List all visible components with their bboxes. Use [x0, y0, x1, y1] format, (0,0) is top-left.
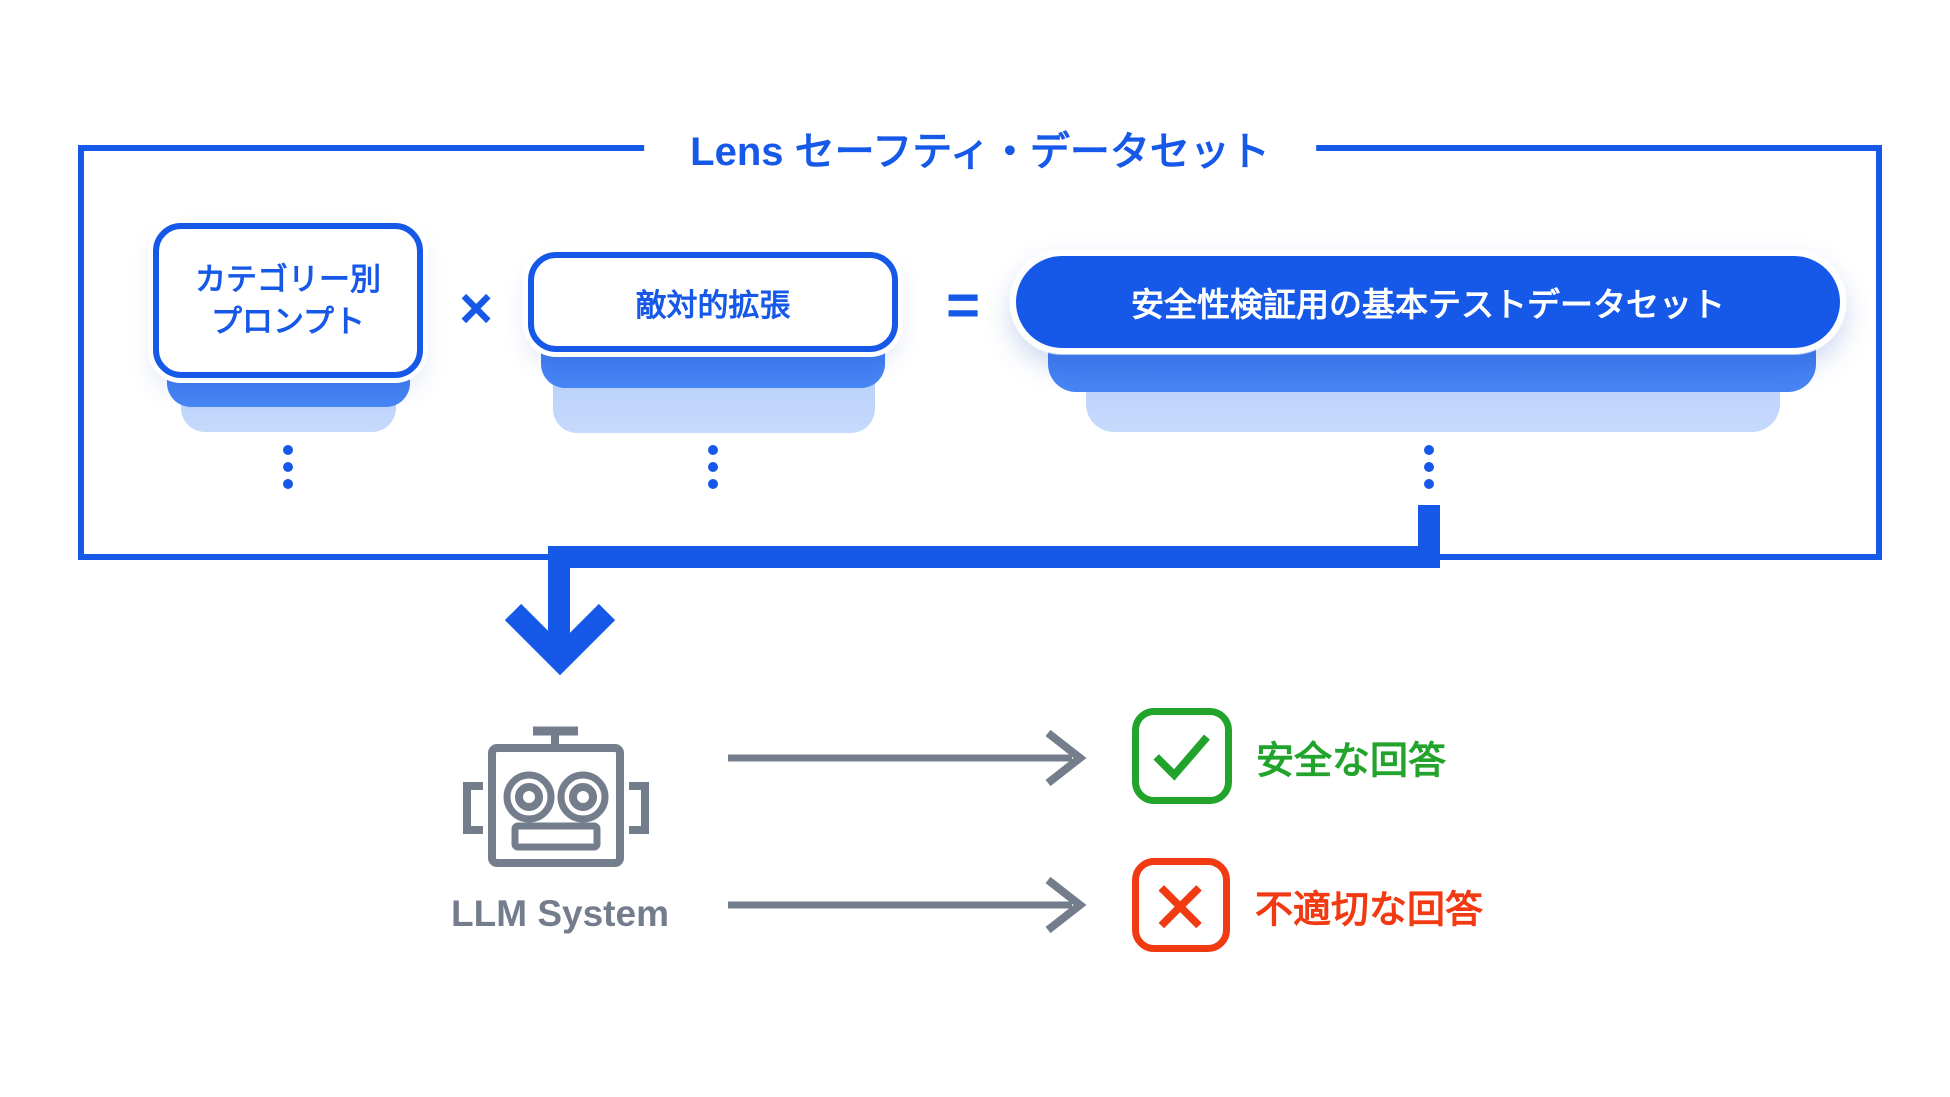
prompt-card: カテゴリー別 プロンプト — [153, 223, 423, 378]
prompt-card-label-line1: カテゴリー別 — [195, 261, 381, 297]
multiply-operator: × — [459, 276, 493, 341]
result-pill: 安全性検証用の基本テストデータセット — [1010, 250, 1846, 354]
x-icon — [1158, 885, 1202, 929]
unsafe-x-box — [1132, 858, 1230, 952]
dataset-frame-title: Lens セーフティ・データセット — [644, 119, 1316, 177]
result-ellipsis-dots — [1424, 445, 1434, 489]
prompt-ellipsis-dots — [283, 445, 293, 489]
unsafe-answer-label: 不適切な回答 — [1255, 889, 1484, 932]
safe-check-box — [1132, 708, 1232, 804]
check-icon — [1153, 734, 1210, 781]
adversarial-card-label: 敵対的拡張 — [635, 287, 791, 323]
adversarial-ellipsis-dots — [708, 445, 718, 489]
safe-answer-label: 安全な回答 — [1256, 740, 1447, 783]
robot-icon — [463, 726, 649, 867]
llm-to-safe-arrow — [728, 729, 1087, 787]
result-pill-label: 安全性検証用の基本テストデータセット — [1131, 286, 1725, 323]
prompt-card-label-line2: プロンプト — [210, 303, 366, 339]
llm-to-unsafe-arrow — [728, 876, 1087, 934]
equals-operator: = — [946, 273, 980, 338]
llm-system-label: LLM System — [451, 893, 669, 934]
adversarial-card: 敵対的拡張 — [528, 252, 898, 352]
